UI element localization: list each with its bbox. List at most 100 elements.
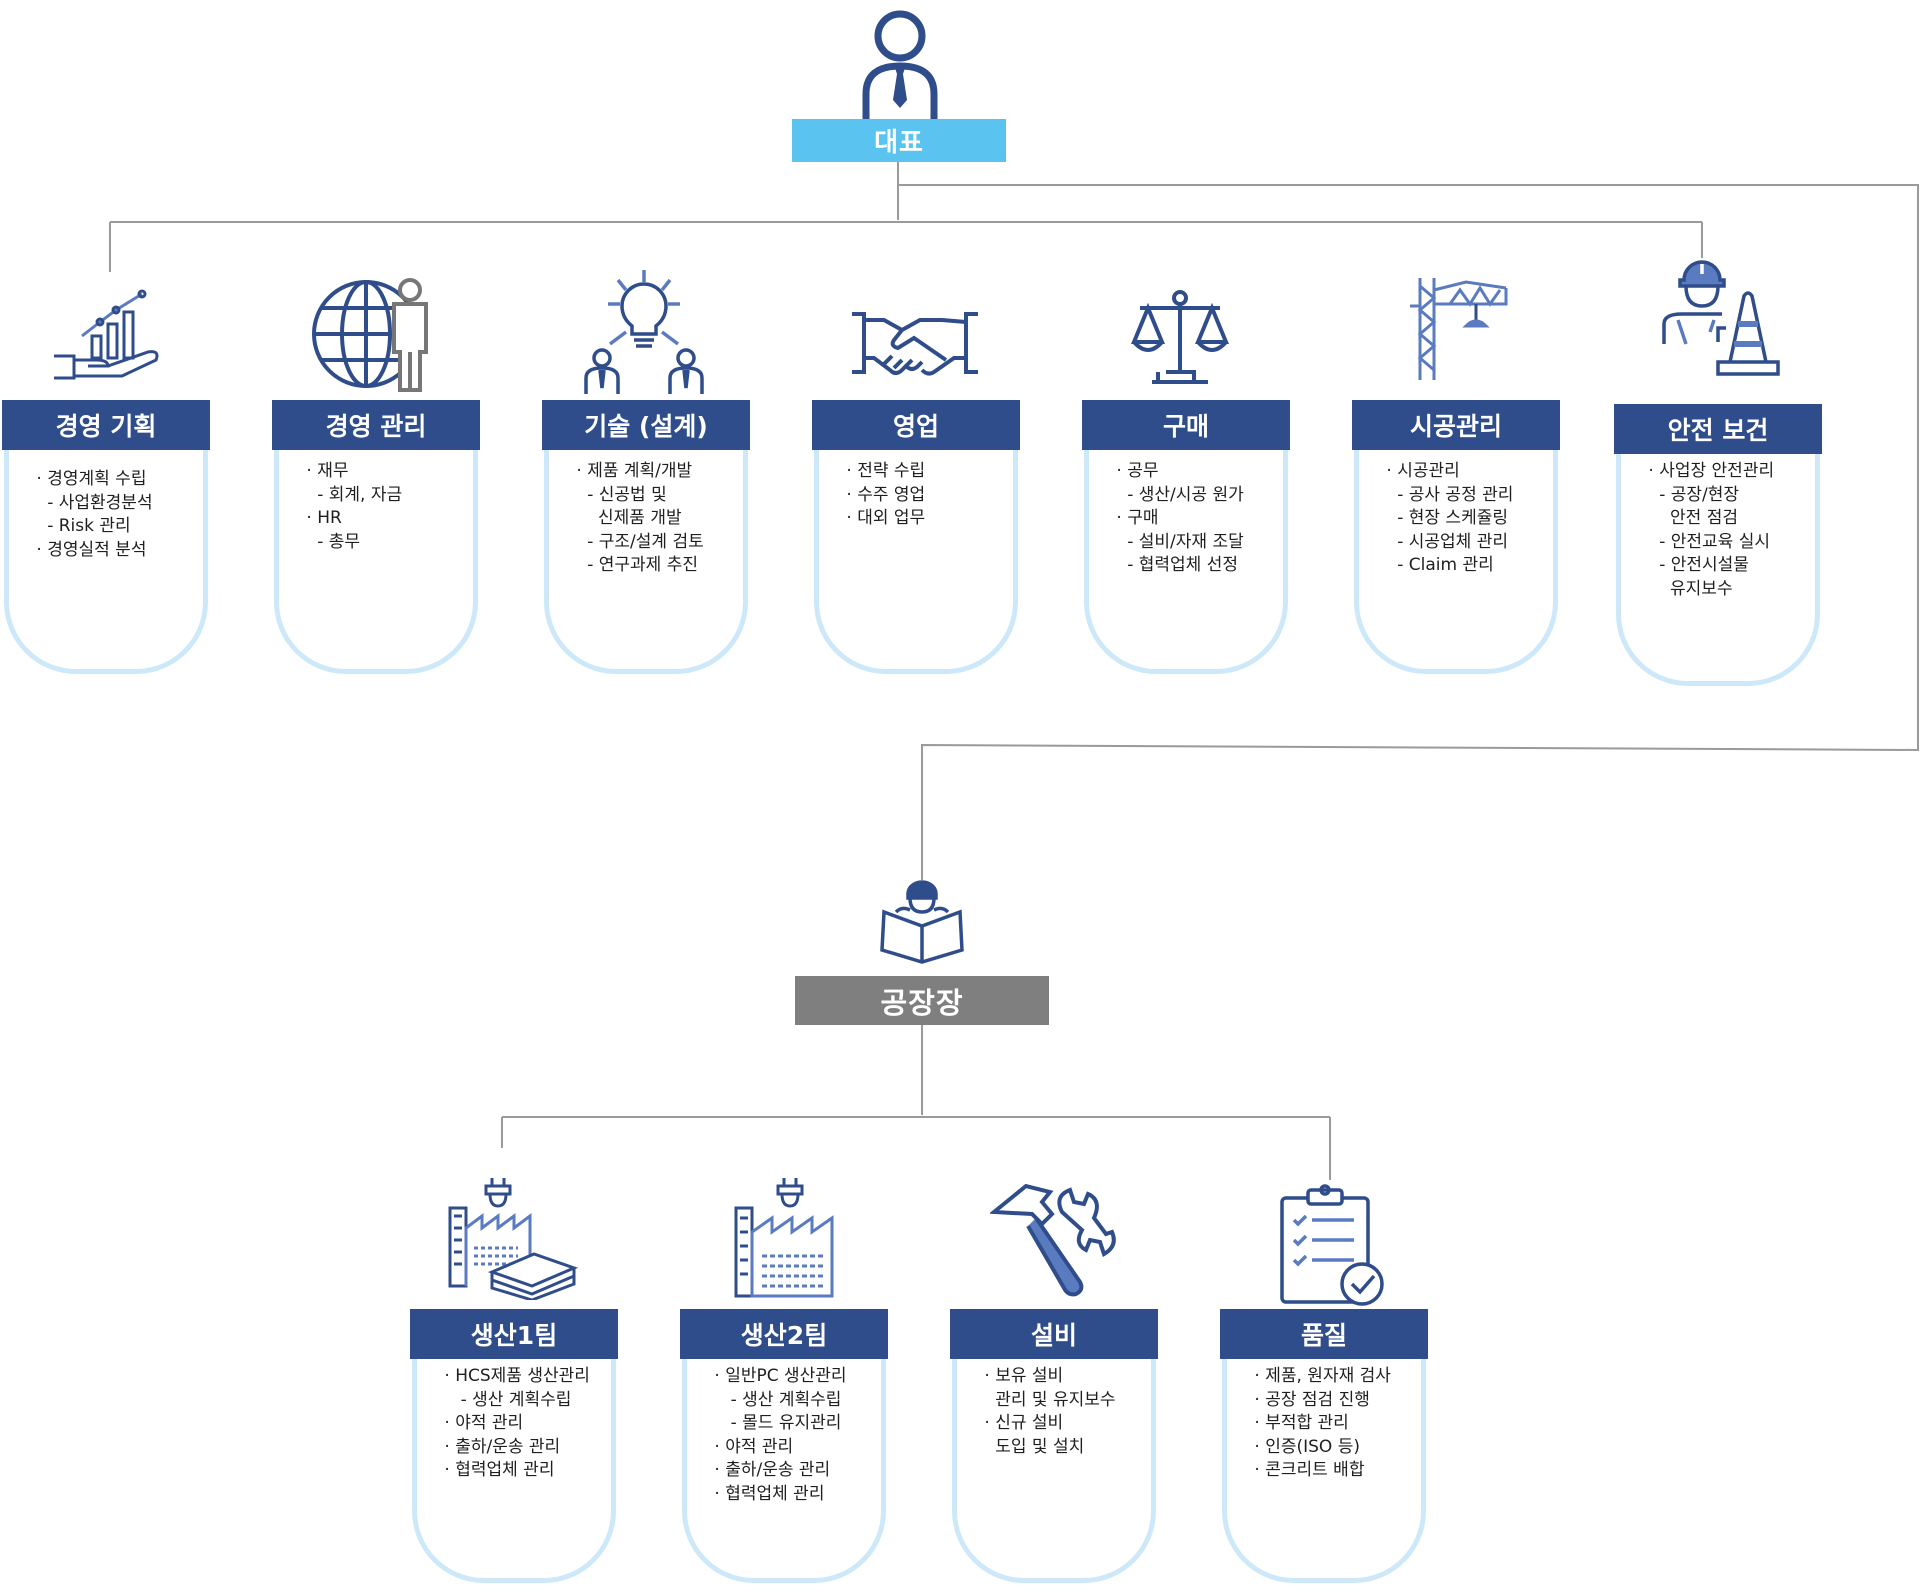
duty-line: · 야적 관리	[709, 1436, 794, 1457]
duty-line: · 야적 관리	[439, 1413, 524, 1434]
team-card-equipment: 설비 · 보유 설비 관리 및 유지보수 · 신규 설비 도입 및 설치	[950, 1309, 1158, 1583]
duty-line: 안전 점검	[1643, 508, 1738, 529]
ceo-box: 대표	[792, 119, 1006, 162]
dept-card-technology: 기술 (설계) · 제품 계획/개발 - 신공법 및 신제품 개발 - 구조/설…	[542, 400, 750, 674]
globe-person-icon	[310, 276, 440, 392]
team-card-production-1: 생산1팀 · HCS제품 생산관리 - 생산 계획수립 · 야적 관리 · 출하…	[410, 1309, 618, 1583]
team-card-quality: 품질 · 제품, 원자재 검사 · 공장 점검 진행 · 부적합 관리 · 인증…	[1220, 1309, 1428, 1583]
dept-card-safety-health: 안전 보건 · 사업장 안전관리 - 공장/현장 안전 점검 - 안전교육 실시…	[1614, 404, 1822, 686]
duty-line: · 협력업체 관리	[439, 1460, 555, 1481]
dept-duties: · 공무 - 생산/시공 원가 · 구매 - 설비/자재 조달 - 협력업체 선…	[1084, 442, 1288, 674]
duty-line: · HCS제품 생산관리	[439, 1366, 590, 1386]
duty-line: · 일반PC 생산관리	[709, 1366, 847, 1386]
team-duties: · HCS제품 생산관리 - 생산 계획수립 · 야적 관리 · 출하/운송 관…	[412, 1351, 616, 1583]
dept-card-purchasing: 구매 · 공무 - 생산/시공 원가 · 구매 - 설비/자재 조달 - 협력업…	[1082, 400, 1290, 674]
duty-line: 신제품 개발	[571, 508, 682, 529]
hammer-wrench-icon	[990, 1182, 1118, 1300]
duty-line: - 회계, 자금	[301, 484, 403, 505]
foreman-blueprint-icon	[878, 880, 966, 964]
duty-line: · 재무	[301, 461, 349, 481]
duty-line: · 콘크리트 배합	[1249, 1460, 1365, 1481]
duty-line: · 시공관리	[1381, 461, 1460, 481]
ceo-to-factory-line	[898, 184, 1919, 880]
team-duties: · 제품, 원자재 검사 · 공장 점검 진행 · 부적합 관리 · 인증(IS…	[1222, 1351, 1426, 1583]
duty-line: - 안전시설물	[1643, 555, 1749, 576]
tower-crane-icon	[1406, 276, 1510, 382]
dept-title: 경영 기획	[2, 400, 210, 450]
factory-slabs-icon	[448, 1176, 578, 1300]
dept-title: 시공관리	[1352, 400, 1560, 450]
dept-card-construction-mgmt: 시공관리 · 시공관리 - 공사 공정 관리 - 현장 스케쥴링 - 시공업체 …	[1352, 400, 1560, 674]
duty-line: · 부적합 관리	[1249, 1413, 1349, 1434]
duty-line: - 시공업체 관리	[1381, 531, 1508, 552]
duty-line: - 생산 계획수립	[709, 1389, 842, 1410]
duty-line: · 인증(ISO 등)	[1249, 1436, 1360, 1457]
duty-line: - 설비/자재 조달	[1111, 531, 1244, 552]
duty-line: · 제품 계획/개발	[571, 461, 693, 481]
clipboard-check-icon	[1280, 1184, 1388, 1306]
duty-line: - 구조/설계 검토	[571, 531, 704, 552]
dept-card-management-planning: 경영 기획 · 경영계획 수립 - 사업환경분석 - Risk 관리 · 경영실…	[2, 400, 210, 674]
safety-worker-cone-icon	[1660, 258, 1784, 382]
factory-icon	[734, 1176, 842, 1300]
duty-line: - Risk 관리	[31, 516, 131, 537]
duty-line: · 제품, 원자재 검사	[1249, 1366, 1391, 1386]
duty-line: · 구매	[1111, 508, 1159, 529]
duty-line: · 경영계획 수립	[31, 469, 147, 489]
duty-line: - 생산/시공 원가	[1111, 484, 1244, 505]
duty-line: - 사업환경분석	[31, 492, 153, 513]
dept-duties: · 경영계획 수립 - 사업환경분석 - Risk 관리 · 경영실적 분석	[4, 442, 208, 674]
growth-chart-hand-icon	[52, 286, 164, 382]
dept-card-management-admin: 경영 관리 · 재무 - 회계, 자금 · HR - 총무	[272, 400, 480, 674]
duty-line: · 신규 설비	[979, 1413, 1064, 1434]
duty-line: - 현장 스케쥴링	[1381, 508, 1508, 529]
team-card-production-2: 생산2팀 · 일반PC 생산관리 - 생산 계획수립 - 몰드 유지관리 · 야…	[680, 1309, 888, 1583]
duty-line: - 총무	[301, 531, 361, 552]
team-title: 생산1팀	[410, 1309, 618, 1359]
duty-line: · 출하/운송 관리	[439, 1436, 561, 1457]
duty-line: - 협력업체 선정	[1111, 555, 1238, 576]
duty-line: · 사업장 안전관리	[1643, 461, 1775, 481]
duty-line: · 대외 업무	[841, 508, 926, 529]
dept-duties: · 시공관리 - 공사 공정 관리 - 현장 스케쥴링 - 시공업체 관리 - …	[1354, 442, 1558, 674]
duty-line: - 몰드 유지관리	[709, 1413, 842, 1434]
dept-title: 영업	[812, 400, 1020, 450]
duty-line: - Claim 관리	[1381, 555, 1494, 576]
team-duties: · 일반PC 생산관리 - 생산 계획수립 - 몰드 유지관리 · 야적 관리 …	[682, 1351, 886, 1583]
dept-card-sales: 영업 · 전략 수립 · 수주 영업 · 대외 업무	[812, 400, 1020, 674]
dept-duties: · 제품 계획/개발 - 신공법 및 신제품 개발 - 구조/설계 검토 - 연…	[544, 442, 748, 674]
team-title: 생산2팀	[680, 1309, 888, 1359]
duty-line: · 경영실적 분석	[31, 539, 147, 560]
dept-title: 기술 (설계)	[542, 400, 750, 450]
duty-line: - 생산 계획수립	[439, 1389, 572, 1410]
team-duties: · 보유 설비 관리 및 유지보수 · 신규 설비 도입 및 설치	[952, 1351, 1156, 1583]
dept-title: 구매	[1082, 400, 1290, 450]
duty-line: - 신공법 및	[571, 484, 667, 505]
duty-line: · 수주 영업	[841, 484, 926, 505]
duty-line: - 연구과제 추진	[571, 555, 698, 576]
duty-line: · 공장 점검 진행	[1249, 1389, 1370, 1410]
duty-line: · 협력업체 관리	[709, 1483, 825, 1504]
dept-duties: · 사업장 안전관리 - 공장/현장 안전 점검 - 안전교육 실시 - 안전시…	[1616, 446, 1820, 686]
dept-duties: · 전략 수립 · 수주 영업 · 대외 업무	[814, 442, 1018, 674]
duty-line: · 공무	[1111, 461, 1159, 481]
duty-line: · HR	[301, 508, 342, 529]
ceo-person-icon	[860, 6, 940, 121]
duty-line: - 공장/현장	[1643, 484, 1740, 505]
team-title: 품질	[1220, 1309, 1428, 1359]
handshake-icon	[850, 308, 980, 378]
lightbulb-people-icon	[582, 268, 706, 396]
team-title: 설비	[950, 1309, 1158, 1359]
duty-line: · 전략 수립	[841, 461, 926, 481]
duty-line: 유지보수	[1643, 578, 1733, 599]
balance-scale-icon	[1130, 288, 1230, 388]
factory-manager-box: 공장장	[795, 976, 1049, 1025]
dept-title: 안전 보건	[1614, 404, 1822, 454]
duty-line: - 안전교육 실시	[1643, 531, 1770, 552]
duty-line: - 공사 공정 관리	[1381, 484, 1514, 505]
duty-line: · 출하/운송 관리	[709, 1460, 831, 1481]
dept-duties: · 재무 - 회계, 자금 · HR - 총무	[274, 442, 478, 674]
duty-line: 관리 및 유지보수	[979, 1389, 1116, 1410]
duty-line: · 보유 설비	[979, 1366, 1064, 1386]
